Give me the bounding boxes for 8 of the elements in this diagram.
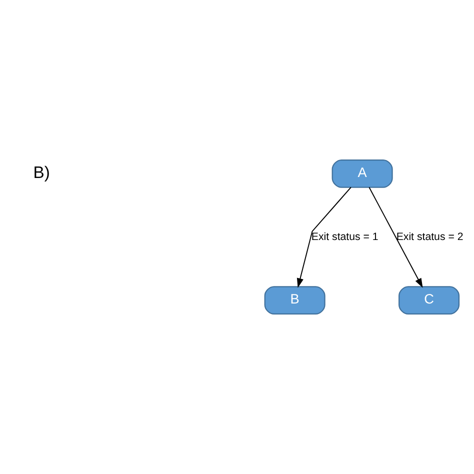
- node-box: A: [332, 159, 393, 188]
- edge-label: Exit status = 1: [311, 230, 378, 243]
- edge-label: Exit status = 2: [396, 230, 464, 243]
- node-box: B: [264, 286, 326, 315]
- node-box: C: [398, 286, 460, 315]
- arrow: [368, 186, 423, 288]
- arrow: [296, 186, 352, 288]
- label: B): [33, 162, 50, 182]
